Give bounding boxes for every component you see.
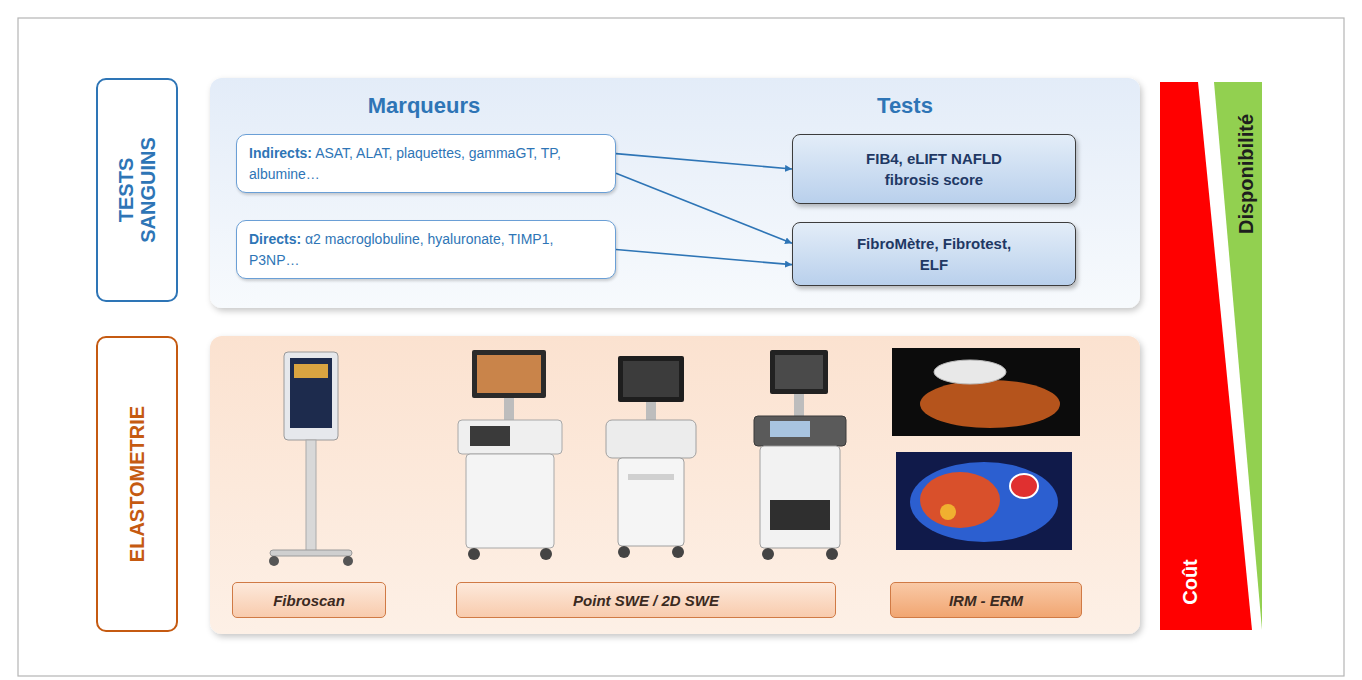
box-text: FIB4, eLIFT NAFLD fibrosis score [842,148,1027,190]
mre-image [896,452,1072,550]
connector-arrow [616,173,792,243]
monitor-arm [794,394,804,416]
ultrasound-machine [754,350,846,560]
column-heading: Marqueurs [368,93,480,119]
stomach-shape [1010,474,1038,498]
method-label-box: Point SWE / 2D SWE [456,582,836,618]
body-section [910,462,1058,542]
monitor-arm [504,398,514,420]
wheel [762,548,774,560]
touch-panel [470,426,510,446]
wheel [672,546,684,558]
monitor [770,350,828,394]
ultrasound-machine [606,356,696,558]
console [606,420,696,458]
device-base [270,550,352,556]
monitor [618,356,684,402]
box-text: FibroMètre, Fibrotest, ELF [842,233,1027,275]
mri-coil [934,360,1006,384]
connector-arrow [616,250,792,265]
mri-background [892,348,1080,436]
monitor-image [477,355,541,393]
wheel [269,556,279,566]
method-label-box: Fibroscan [232,582,386,618]
mri-image [892,348,1080,436]
scale-label: Disponibilité [1235,114,1257,234]
method-label-box: IRM - ERM [890,582,1082,618]
monitor [472,350,546,398]
probe-bay [770,500,830,530]
marker-box: Indirects: ASAT, ALAT, plaquettes, gamma… [236,134,616,193]
connector-arrow [616,154,792,169]
marker-box: Directs: α2 macroglobuline, hyaluronate,… [236,220,616,279]
test-panel: Indirects: ASAT, ALAT, plaquettes, gamma… [210,78,1140,308]
box-text: Directs: α2 macroglobuline, hyaluronate,… [249,229,603,270]
box-text: Indirects: ASAT, ALAT, plaquettes, gamma… [249,143,603,184]
wheel [343,556,353,566]
test-box: FIB4, eLIFT NAFLD fibrosis score [792,134,1076,204]
section-label: ELASTOMETRIE [96,336,178,632]
console [458,420,562,454]
wheel [468,548,480,560]
liver-shape [920,380,1060,428]
section-label: TESTS SANGUINS [96,78,178,302]
monitor-image [775,355,823,389]
cabinet [618,458,684,546]
device-pole [306,440,316,552]
monitor-arm [646,402,656,420]
scale-label: Coût [1179,559,1201,605]
section-title: TESTS SANGUINS [115,115,159,265]
availability-triangle: Disponibilité [1160,82,1262,630]
column-heading: Tests [877,93,933,119]
wheel [540,548,552,560]
elastometry-panel [210,336,1140,634]
figure-frame [18,18,1344,676]
test-box: FibroMètre, Fibrotest, ELF [792,222,1076,286]
mre-background [896,452,1072,550]
section-title: ELASTOMETRIE [126,406,148,562]
cabinet [760,446,840,548]
cabinet [466,454,554,548]
box-text: Fibroscan [273,592,345,609]
wheel [826,548,838,560]
device-screen-frame [284,352,338,440]
triangle-fill [1214,82,1262,630]
monitor-image [623,361,679,397]
device-screen [290,358,332,428]
screen-image [294,364,328,378]
box-text: Point SWE / 2D SWE [573,592,719,609]
box-text: IRM - ERM [949,592,1023,609]
wheel [618,546,630,558]
stiffness-spot [940,504,956,520]
drawer [628,474,674,480]
fibroscan-device [269,352,353,566]
ultrasound-machine [458,350,562,560]
liver-stiffness-map [920,472,1000,528]
touch-panel [770,421,810,437]
console [754,416,846,446]
blood-test-panel [210,78,1140,308]
